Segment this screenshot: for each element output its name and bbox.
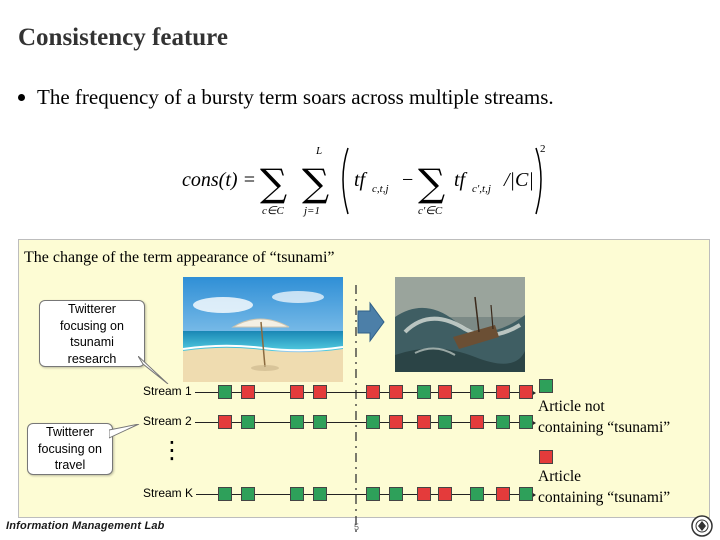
callout-bottom-pointer bbox=[109, 424, 140, 439]
legend-containing: Article containing “tsunami” bbox=[538, 467, 670, 508]
article-square-red bbox=[417, 415, 431, 429]
bullet-text: The frequency of a bursty term soars acr… bbox=[37, 85, 554, 109]
sum-outer-icon: ∑ bbox=[260, 161, 287, 205]
formula-upper-limit: L bbox=[315, 145, 322, 157]
stream-timeline-line bbox=[140, 422, 532, 423]
article-square-red bbox=[389, 385, 403, 399]
legend-not-containing: Article not containing “tsunami” bbox=[538, 397, 670, 438]
article-square-green bbox=[366, 487, 380, 501]
article-square-red bbox=[290, 385, 304, 399]
left-paren-icon bbox=[342, 147, 349, 215]
formula-minus: − bbox=[402, 169, 413, 191]
sum-inner-icon: ∑ bbox=[302, 161, 329, 205]
legend-containing-line-2: containing “tsunami” bbox=[538, 488, 671, 506]
article-square-red bbox=[496, 487, 510, 501]
article-square-green bbox=[241, 415, 255, 429]
callout-bottom-line-3: travel bbox=[54, 458, 86, 472]
stream-label: Stream K bbox=[140, 486, 197, 500]
diagram-panel bbox=[18, 239, 710, 518]
right-paren-icon bbox=[535, 147, 542, 215]
article-square-red bbox=[218, 415, 232, 429]
bullet-dot-icon bbox=[18, 93, 25, 101]
stream-timeline-line bbox=[140, 392, 532, 393]
vertical-ellipsis: ⋮ bbox=[160, 436, 184, 464]
article-square-green bbox=[389, 487, 403, 501]
university-seal-icon bbox=[691, 515, 713, 537]
article-square-red bbox=[389, 415, 403, 429]
sum-third-icon: ∑ bbox=[418, 161, 445, 205]
article-square-green bbox=[470, 487, 484, 501]
callout-top-line-4: research bbox=[67, 351, 117, 366]
formula-divide: /|C| bbox=[503, 169, 534, 191]
stream-label: Stream 2 bbox=[140, 414, 195, 428]
article-square-red bbox=[496, 385, 510, 399]
article-square-green bbox=[417, 385, 431, 399]
consistency-formula: cons(t) = ∑ c∈C L ∑ j=1 tf c,t,j − ∑ c′∈… bbox=[182, 143, 546, 217]
callout-bottom-line-2: focusing on bbox=[38, 441, 102, 456]
formula-term2: tf bbox=[454, 169, 468, 191]
article-square-green bbox=[438, 415, 452, 429]
article-square-green bbox=[519, 415, 533, 429]
article-square-red bbox=[470, 415, 484, 429]
page-number: 5 bbox=[354, 522, 360, 532]
lab-logo: Information Management Lab bbox=[6, 520, 165, 532]
panel-title: The change of the term appearance of “ts… bbox=[24, 249, 335, 266]
formula-power: 2 bbox=[540, 143, 546, 155]
formula-lower-inner2: c′∈C bbox=[418, 205, 443, 217]
article-square-green bbox=[366, 415, 380, 429]
formula-term2-sub: c′,t,j bbox=[472, 183, 491, 195]
article-square-green bbox=[290, 415, 304, 429]
article-square-green bbox=[218, 487, 232, 501]
callout-top-line-1: Twitterer bbox=[68, 302, 116, 316]
legend-containing-line-1: Article bbox=[538, 468, 582, 485]
callout-travel: Twitterer focusing on travel bbox=[27, 423, 113, 475]
article-square-red bbox=[366, 385, 380, 399]
legend-not-containing-line-2: containing “tsunami” bbox=[538, 418, 671, 436]
slide-title: Consistency feature bbox=[18, 24, 228, 51]
formula-term1-sub: c,t,j bbox=[372, 183, 389, 195]
callout-tsunami-research: Twitterer focusing on tsunami research bbox=[39, 300, 145, 367]
article-square-green bbox=[241, 487, 255, 501]
formula-lhs: cons(t) = bbox=[182, 169, 256, 191]
stream-label: Stream 1 bbox=[140, 384, 195, 398]
article-square-green bbox=[496, 415, 510, 429]
article-square-green bbox=[313, 487, 327, 501]
legend-green-square bbox=[539, 379, 553, 393]
bullet-point: The frequency of a bursty term soars acr… bbox=[18, 85, 554, 110]
callout-top-pointer bbox=[138, 356, 169, 385]
article-square-red bbox=[313, 385, 327, 399]
formula-lower-outer: c∈C bbox=[262, 205, 284, 217]
article-square-red bbox=[241, 385, 255, 399]
beach-image bbox=[183, 277, 343, 382]
article-square-green bbox=[519, 487, 533, 501]
callout-bottom-line-1: Twitterer bbox=[46, 425, 94, 439]
stream-timeline-line bbox=[140, 494, 532, 495]
article-square-green bbox=[218, 385, 232, 399]
article-square-red bbox=[438, 487, 452, 501]
legend-red-square bbox=[539, 450, 553, 464]
article-square-red bbox=[438, 385, 452, 399]
article-square-red bbox=[417, 487, 431, 501]
article-square-green bbox=[313, 415, 327, 429]
right-arrow-icon bbox=[357, 301, 385, 343]
article-square-green bbox=[470, 385, 484, 399]
article-square-red bbox=[519, 385, 533, 399]
tsunami-image bbox=[395, 277, 525, 372]
formula-term1: tf bbox=[354, 169, 368, 191]
formula-lower-inner: j=1 bbox=[302, 205, 320, 217]
legend-not-containing-line-1: Article not bbox=[538, 398, 605, 415]
callout-top-line-2: focusing on bbox=[60, 318, 124, 333]
article-square-green bbox=[290, 487, 304, 501]
callout-top-line-3: tsunami bbox=[70, 335, 114, 349]
